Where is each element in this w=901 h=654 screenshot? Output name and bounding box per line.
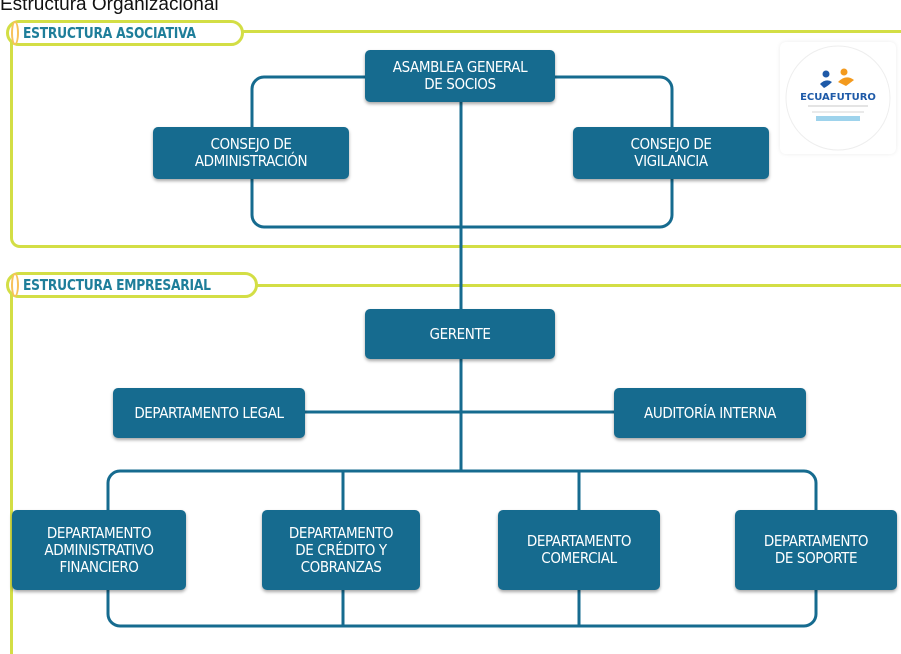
node-label: DEPARTAMENTO DE CRÉDITO Y COBRANZAS	[288, 523, 394, 576]
node-label: CONSEJO DE VIGILANCIA	[630, 135, 712, 170]
ecuafuturo-logo: ECUAFUTURO	[780, 42, 896, 154]
dot-icon	[13, 275, 17, 295]
node-label: DEPARTAMENTO LEGAL	[134, 403, 284, 422]
node-label: AUDITORÍA INTERNA	[644, 403, 776, 422]
logo-graphic: ECUAFUTURO	[785, 45, 891, 151]
node-departamento-soporte: DEPARTAMENTO DE SOPORTE	[735, 510, 897, 590]
node-consejo-administracion: CONSEJO DE ADMINISTRACIÓN	[153, 127, 349, 179]
business-section-label: ESTRUCTURA EMPRESARIAL	[23, 276, 211, 294]
node-departamento-comercial: DEPARTAMENTO COMERCIAL	[498, 510, 660, 590]
associative-section-tag: ESTRUCTURA ASOCIATIVA	[6, 20, 244, 46]
node-departamento-legal: DEPARTAMENTO LEGAL	[113, 388, 305, 438]
dot-icon	[13, 23, 17, 43]
node-gerente: GERENTE	[365, 309, 555, 359]
node-label: DEPARTAMENTO DE SOPORTE	[763, 532, 869, 567]
page-title: Estructura Organizacional	[0, 0, 219, 15]
node-label: ASAMBLEA GENERAL DE SOCIOS	[392, 58, 528, 93]
associative-frame	[10, 30, 901, 248]
node-consejo-vigilancia: CONSEJO DE VIGILANCIA	[573, 127, 769, 179]
node-auditoria-interna: AUDITORÍA INTERNA	[614, 388, 806, 438]
node-departamento-credito: DEPARTAMENTO DE CRÉDITO Y COBRANZAS	[262, 510, 420, 590]
node-label: DEPARTAMENTO ADMINISTRATIVO FINANCIERO	[44, 523, 154, 576]
business-section-tag: ESTRUCTURA EMPRESARIAL	[6, 272, 258, 298]
node-departamento-administrativo-financiero: DEPARTAMENTO ADMINISTRATIVO FINANCIERO	[12, 510, 186, 590]
associative-section-label: ESTRUCTURA ASOCIATIVA	[23, 24, 196, 42]
node-label: GERENTE	[429, 324, 491, 343]
node-label: DEPARTAMENTO COMERCIAL	[526, 532, 632, 567]
logo-wordmark: ECUAFUTURO	[800, 92, 876, 103]
node-label: CONSEJO DE ADMINISTRACIÓN	[194, 135, 308, 170]
business-frame	[10, 284, 901, 654]
department-loop	[106, 469, 818, 628]
node-asamblea-general: ASAMBLEA GENERAL DE SOCIOS	[365, 50, 555, 102]
